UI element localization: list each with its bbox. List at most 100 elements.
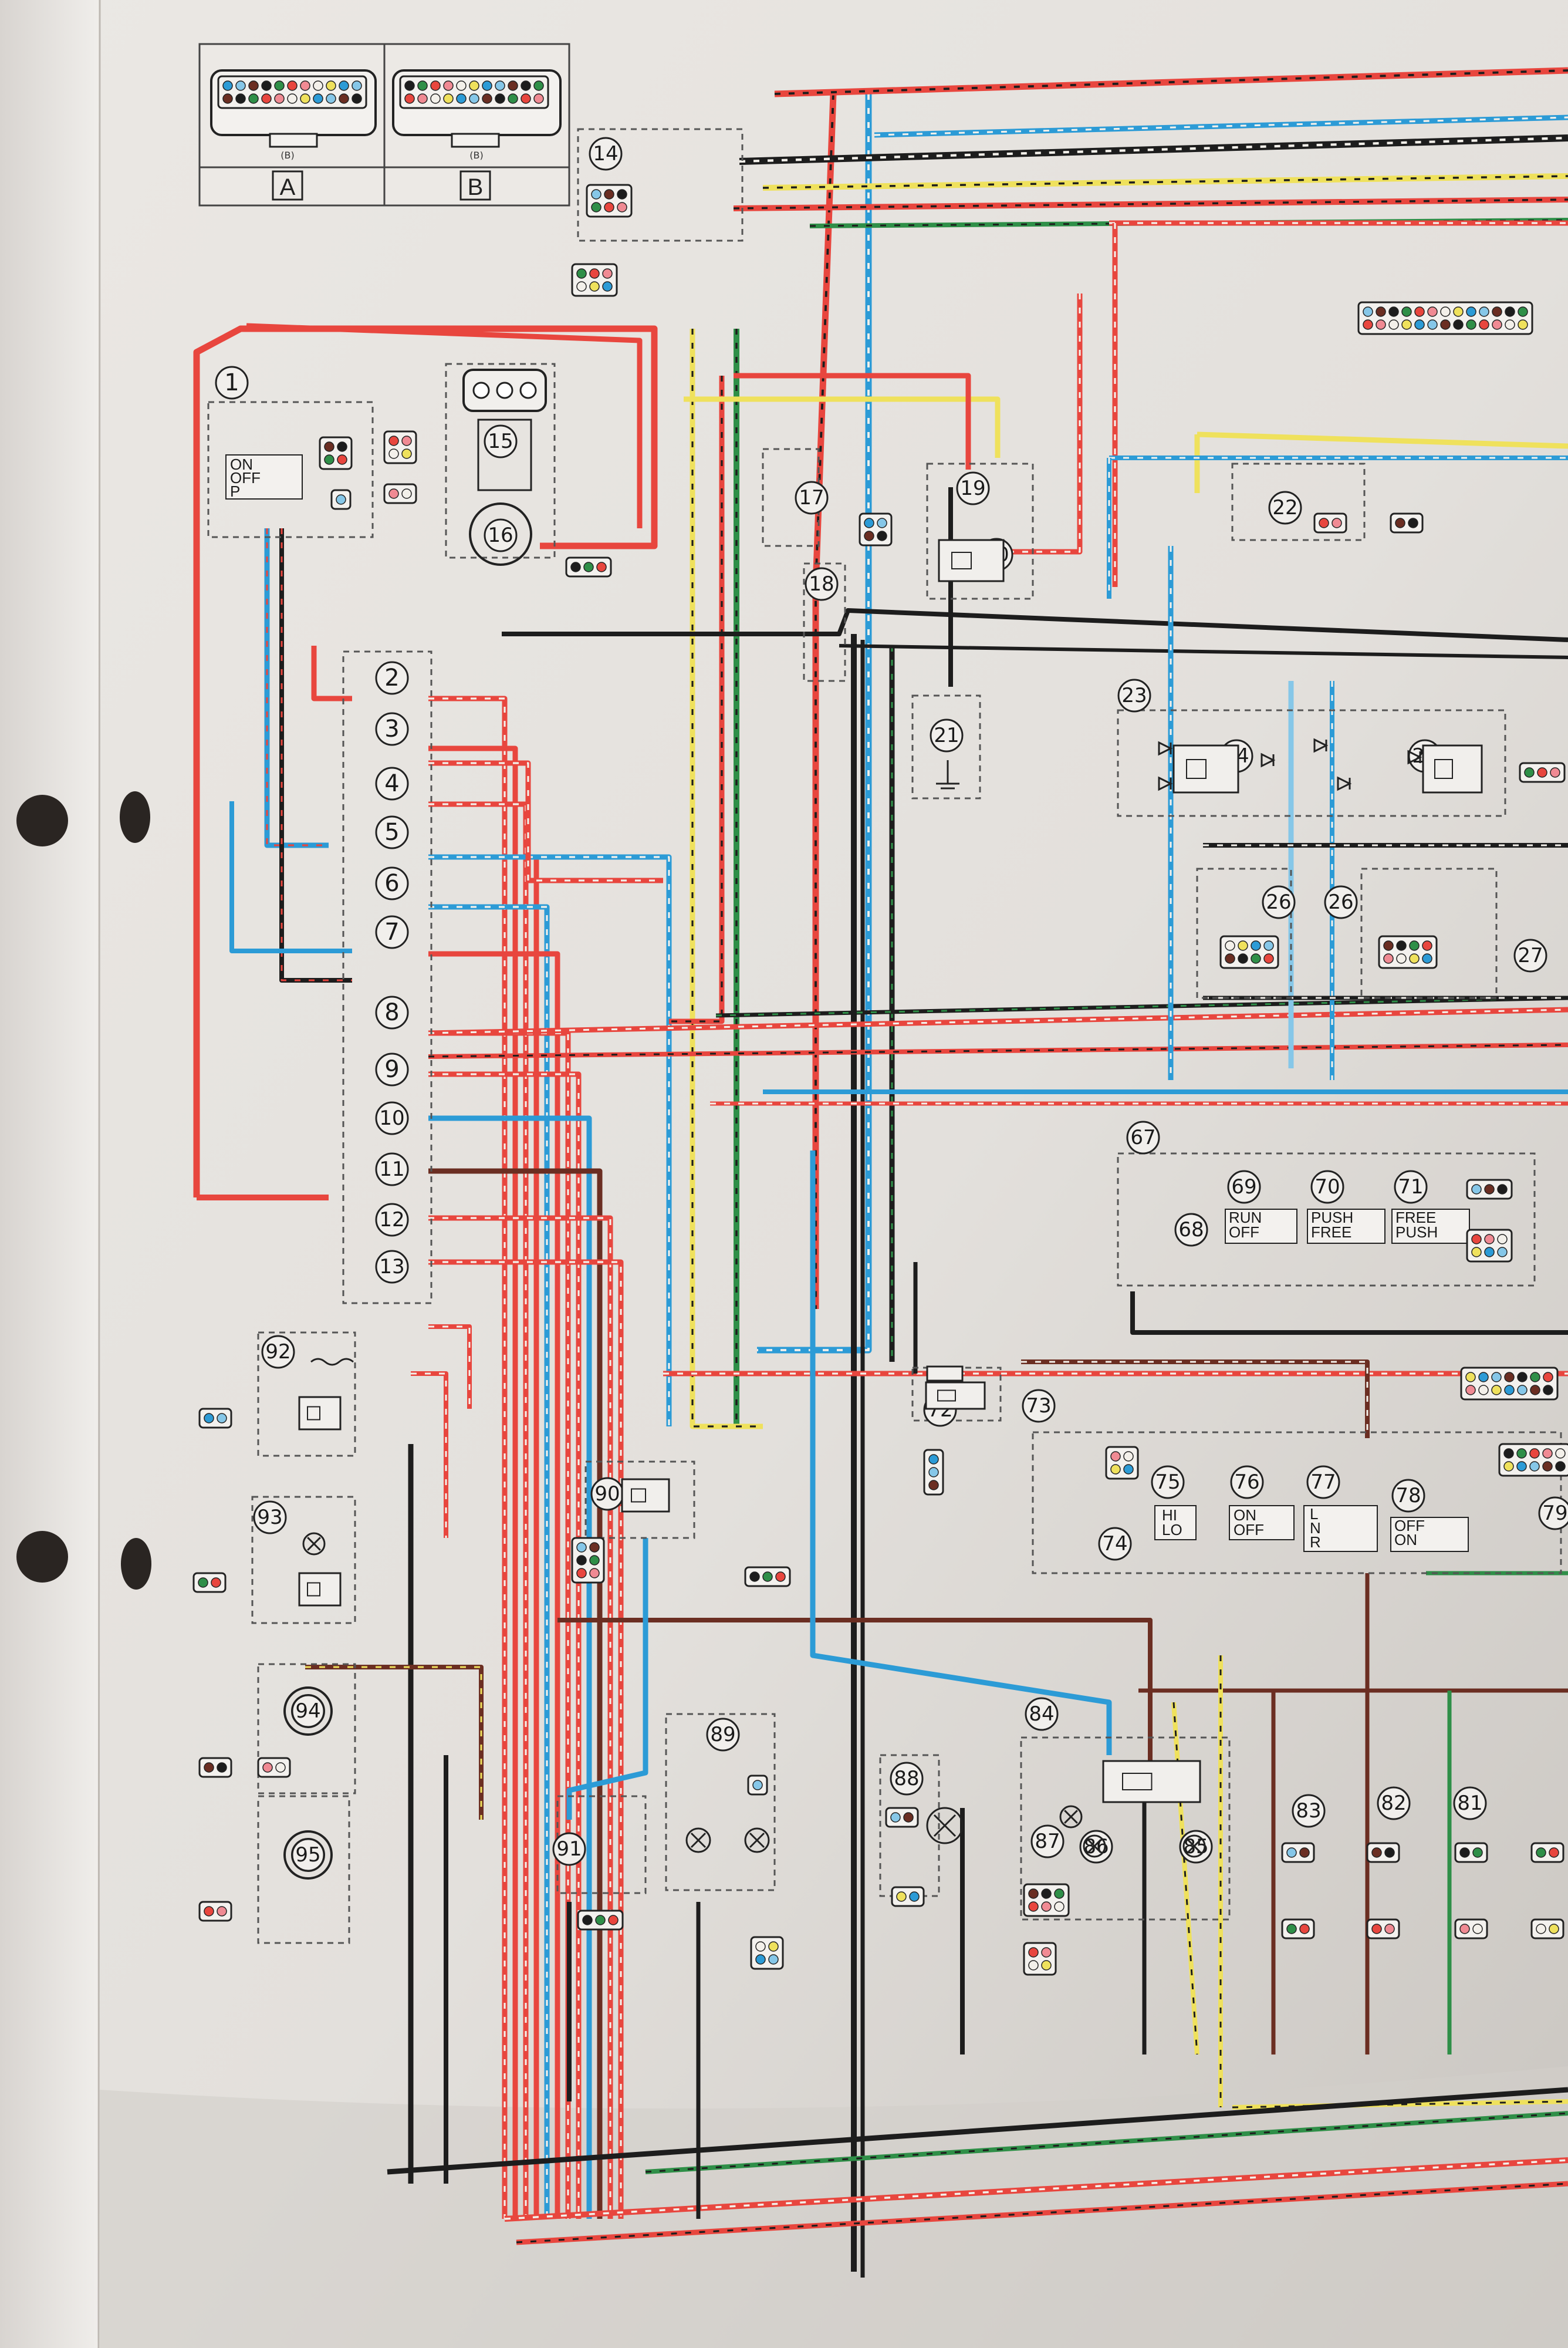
switch-label: LO (1162, 1521, 1182, 1539)
connector-icon (257, 1757, 291, 1778)
off-on-switch-78: OFF ON (1390, 1517, 1469, 1552)
wire-tracer (428, 906, 548, 2219)
callout-number: 92 (265, 1340, 290, 1364)
callout-78: 78 (1391, 1479, 1425, 1513)
connector-icon (1023, 1942, 1057, 1976)
component-box (257, 1663, 356, 1794)
callout-84: 84 (1025, 1697, 1059, 1731)
wire (193, 325, 658, 1197)
page-fold-line (97, 0, 101, 2348)
connector-icon (1105, 1446, 1139, 1480)
callout-22: 22 (1268, 491, 1302, 525)
lamp-icon (302, 1532, 326, 1556)
component-box (1360, 868, 1498, 999)
callout-number: 93 (257, 1506, 282, 1529)
relay-icon (1102, 1760, 1201, 1803)
callout-76: 76 (1230, 1465, 1264, 1499)
callout-number: 1 (224, 369, 239, 396)
relay-icon (621, 1478, 670, 1513)
binder-hole-icon (121, 1538, 151, 1590)
connector-icon (1530, 1842, 1564, 1863)
callout-88: 88 (890, 1762, 924, 1796)
connector-icon (1023, 1883, 1070, 1917)
callout-12: 12 (375, 1203, 409, 1237)
wire (1130, 1291, 1568, 1335)
callout-number: 68 (1178, 1218, 1204, 1242)
connector-letter-a: A (280, 174, 296, 200)
callout-95: 95 (291, 1838, 325, 1872)
component-box (257, 1795, 350, 1944)
wire-tracer (428, 856, 670, 1426)
wire-tracer (774, 69, 1568, 95)
wire (428, 1007, 1568, 1036)
wire-tracer (428, 762, 663, 882)
lamp-icon (685, 1827, 711, 1853)
wire (734, 373, 971, 470)
callout-number: 83 (1296, 1799, 1321, 1823)
callout-93: 93 (253, 1500, 287, 1534)
wire (428, 1324, 472, 1409)
callout-number: 3 (384, 716, 399, 743)
callout-number: 84 (1029, 1702, 1054, 1726)
wire-tracer (504, 2159, 1568, 2220)
callout-77: 77 (1306, 1465, 1340, 1499)
callout-90: 90 (590, 1477, 624, 1511)
component-box (584, 1460, 695, 1539)
connector-icon (1313, 512, 1347, 534)
callout-number: 70 (1314, 1175, 1340, 1199)
callout-73: 73 (1022, 1389, 1056, 1423)
switch-label: OFF (1229, 1223, 1259, 1241)
diode-icon (1261, 753, 1276, 768)
wire-tracer (281, 528, 352, 981)
wire-tracer (428, 697, 506, 2219)
callout-number: 12 (379, 1208, 404, 1232)
wire-tracer (428, 803, 527, 2219)
connector-icon (859, 512, 893, 546)
connector-icon (1519, 762, 1566, 783)
component-box (1196, 868, 1292, 999)
relay-icon (1172, 744, 1239, 794)
wire (566, 1538, 648, 1820)
callout-number: 77 (1310, 1470, 1336, 1494)
component-box (1032, 1431, 1562, 1574)
component-box (879, 1754, 940, 1897)
connector-icon (1460, 1367, 1559, 1401)
callout-number: 23 (1121, 684, 1147, 707)
page-bottom-shadow (100, 2066, 1568, 2348)
push-free-switch-70: PUSH FREE (1307, 1209, 1385, 1244)
callout-82: 82 (1377, 1786, 1411, 1820)
component-box (251, 1496, 356, 1624)
wire-tracer (757, 94, 870, 1351)
connector-icon (750, 1936, 784, 1970)
callout-1: 1 (215, 366, 249, 400)
binder-hole-icon (16, 795, 68, 846)
connector-icon (891, 1886, 925, 1907)
component-box (342, 650, 432, 1304)
binder-hole-icon (16, 1531, 68, 1583)
diode-icon (1337, 776, 1352, 791)
fuse-icon (926, 1365, 964, 1382)
component-box (1020, 1736, 1231, 1921)
wire (428, 951, 560, 2219)
lamp-icon (744, 1827, 770, 1853)
callout-number: 11 (379, 1158, 404, 1181)
wire (229, 801, 352, 953)
callout-7: 7 (375, 915, 409, 949)
resistor-icon (310, 1358, 354, 1366)
callout-11: 11 (375, 1152, 409, 1186)
callout-number: 88 (894, 1767, 919, 1790)
wire (246, 323, 643, 528)
callout-9: 9 (375, 1052, 409, 1087)
callout-number: 8 (384, 999, 399, 1026)
wire (1232, 2099, 1568, 2110)
ground-icon (936, 760, 959, 790)
connector-icon (1454, 1842, 1488, 1863)
wire (311, 646, 352, 701)
connector-icon (1390, 512, 1424, 534)
switch-label: OFF (230, 469, 261, 487)
wire-tracer (428, 1217, 611, 2219)
callout-number: 74 (1102, 1532, 1127, 1556)
connector-note: (B) (469, 150, 483, 161)
callout-number: 27 (1518, 944, 1543, 967)
horn-icon (283, 1686, 333, 1736)
